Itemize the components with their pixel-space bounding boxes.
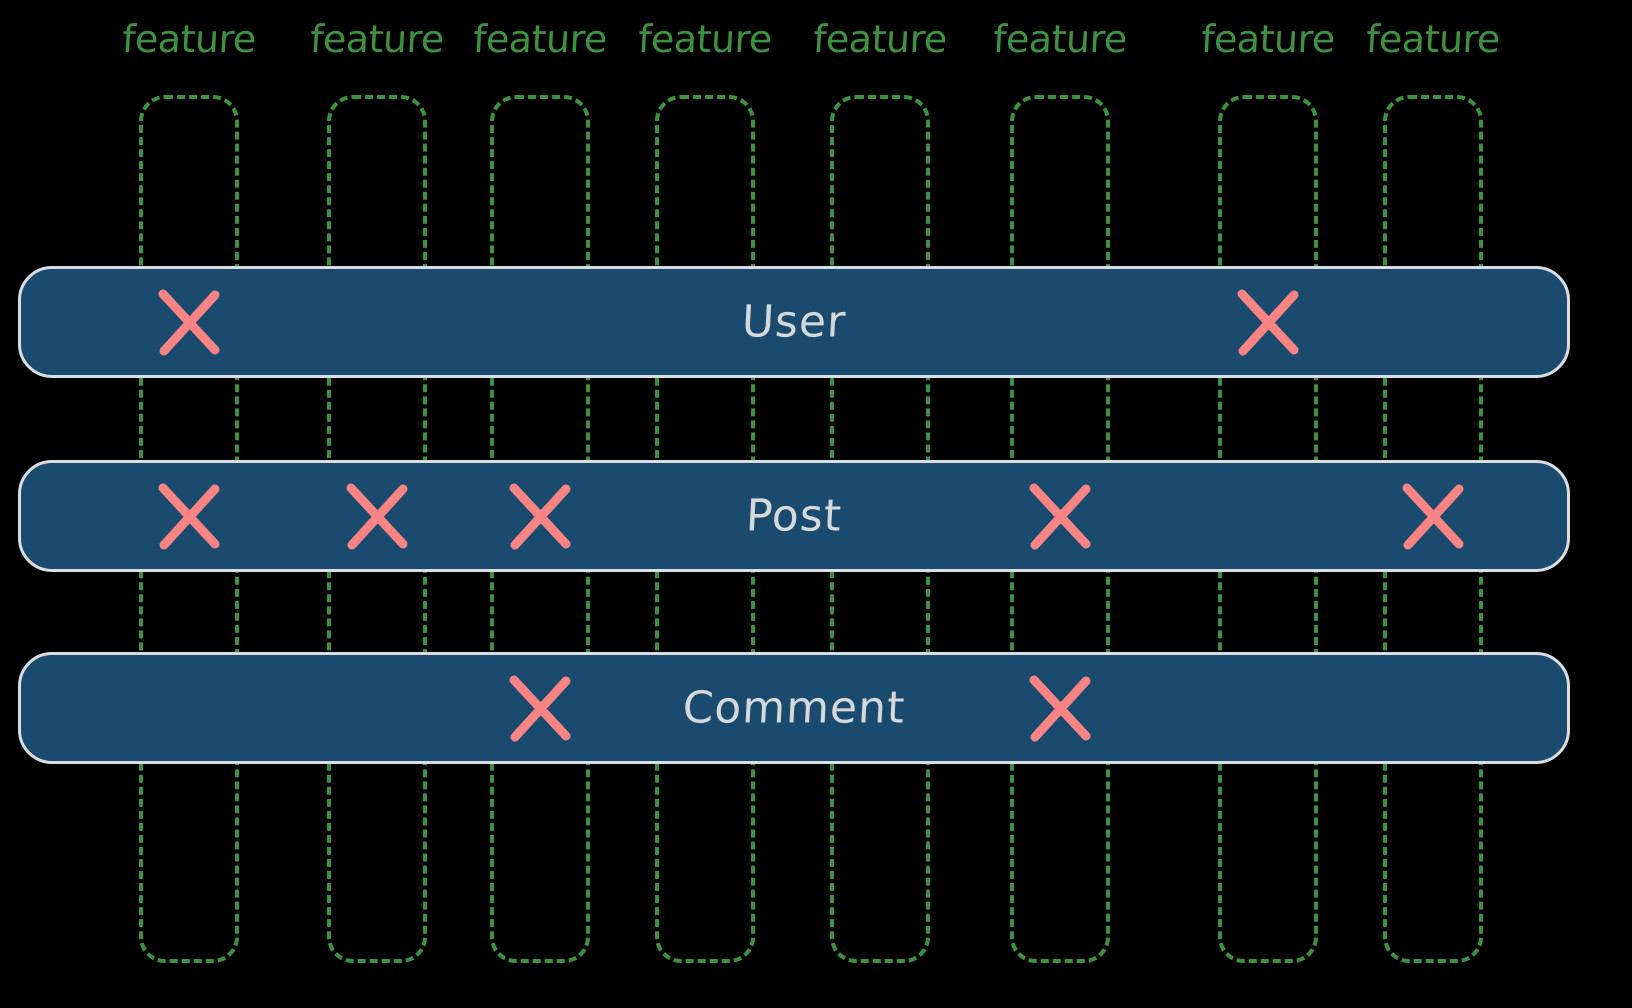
feature-column-label: feature — [811, 17, 948, 61]
feature-column-label: feature — [120, 17, 257, 61]
feature-column-label: feature — [471, 17, 608, 61]
feature-column-label: feature — [308, 17, 445, 61]
entity-label: User — [740, 296, 848, 348]
entity-label: Comment — [681, 682, 907, 734]
entity-bar[interactable]: Post — [18, 460, 1570, 572]
feature-column-label: feature — [636, 17, 773, 61]
feature-column-label: feature — [1364, 17, 1501, 61]
entity-bar[interactable]: User — [18, 266, 1570, 378]
entity-bar[interactable]: Comment — [18, 652, 1570, 764]
feature-column-label: feature — [991, 17, 1128, 61]
feature-column-label: feature — [1199, 17, 1336, 61]
entity-label: Post — [744, 490, 844, 542]
